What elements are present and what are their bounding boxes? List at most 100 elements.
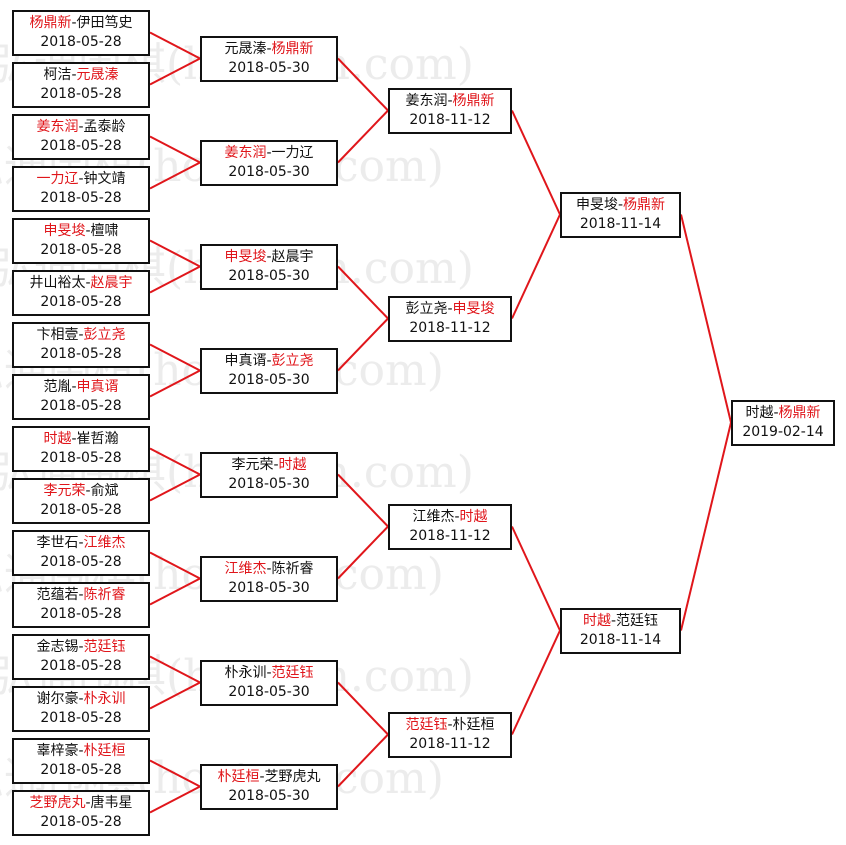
connector-line [337, 473, 389, 528]
match-date: 2018-05-28 [40, 293, 122, 310]
match-players: 时越-杨鼎新 [733, 404, 833, 423]
match-date: 2018-05-28 [40, 553, 122, 570]
player-a: 申旻埈 [43, 222, 86, 239]
connector-line [511, 110, 561, 215]
separator: - [447, 716, 453, 733]
match-players: 申旻埈-赵晨宇 [202, 248, 336, 267]
match-players: 江维杰-陈祈睿 [202, 560, 336, 579]
separator: - [85, 794, 91, 811]
player-a: 江维杰 [412, 508, 455, 525]
match-players: 范廷钰-朴廷桓 [390, 716, 510, 735]
connector-line [149, 265, 201, 294]
match-date: 2018-05-28 [40, 137, 122, 154]
connector-line [680, 214, 732, 423]
player-a: 时越 [582, 612, 611, 629]
match-date: 2018-05-28 [40, 813, 122, 830]
separator: - [78, 326, 84, 343]
separator: - [454, 508, 460, 525]
match-date: 2018-05-30 [228, 267, 310, 284]
separator: - [71, 66, 77, 83]
player-b: 崔哲瀚 [76, 430, 119, 447]
player-b: 申真谞 [76, 378, 119, 395]
player-a: 辜梓豪 [36, 742, 79, 759]
separator: - [266, 248, 272, 265]
separator: - [266, 352, 272, 369]
separator: - [85, 274, 91, 291]
separator: - [78, 690, 84, 707]
player-b: 一力辽 [271, 144, 314, 161]
player-a: 李元荣 [43, 482, 86, 499]
match-date: 2018-05-28 [40, 605, 122, 622]
player-a: 姜东润 [36, 118, 79, 135]
match-date: 2018-05-30 [228, 371, 310, 388]
player-a: 姜东润 [405, 92, 448, 109]
connector-line [149, 785, 201, 814]
separator: - [266, 40, 272, 57]
match-date: 2018-11-14 [579, 631, 662, 648]
player-b: 赵晨宇 [90, 274, 133, 291]
separator: - [78, 638, 84, 655]
match-date: 2018-05-30 [228, 475, 310, 492]
match-players: 李世石-江维杰 [14, 534, 148, 553]
match-date: 2018-05-28 [40, 33, 122, 50]
player-a: 卞相壹 [36, 326, 79, 343]
match-players: 一力辽-钟文靖 [14, 170, 148, 189]
player-b: 时越 [459, 508, 488, 525]
separator: - [266, 144, 272, 161]
player-b: 朴廷桓 [83, 742, 126, 759]
match-players: 时越-范廷钰 [562, 612, 679, 631]
match-date: 2018-05-28 [40, 397, 122, 414]
player-a: 柯洁 [43, 66, 72, 83]
match-players: 朴永训-范廷钰 [202, 664, 336, 683]
match-players: 姜东润-孟泰龄 [14, 118, 148, 137]
connector-line [149, 759, 201, 788]
match-players: 柯洁-元晟溱 [14, 66, 148, 85]
match-date: 2018-05-28 [40, 85, 122, 102]
connector-line [337, 57, 389, 112]
player-b: 范廷钰 [616, 612, 659, 629]
separator: - [610, 612, 617, 629]
match-box[interactable]: 江维杰-时越 2018-11-12 [388, 503, 512, 550]
player-b: 杨鼎新 [623, 196, 666, 213]
match-date: 2018-11-12 [409, 527, 491, 544]
player-b: 陈祈睿 [83, 586, 126, 603]
separator: - [78, 742, 84, 759]
connector-line [337, 733, 389, 788]
player-a: 申真谞 [224, 352, 267, 369]
connector-line [149, 577, 201, 606]
match-players: 彭立尧-申旻埈 [390, 300, 510, 319]
separator: - [773, 404, 779, 421]
match-date: 2018-05-28 [40, 241, 122, 258]
